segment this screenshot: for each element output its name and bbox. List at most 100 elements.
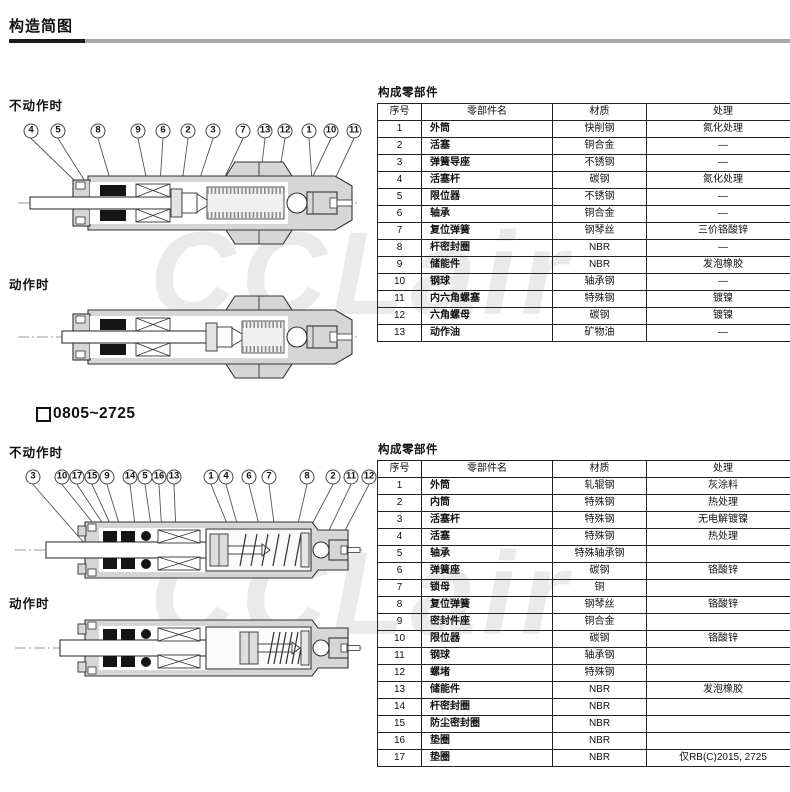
table-cell: 6 xyxy=(377,562,422,580)
part-name-cell: 动作油 xyxy=(421,324,553,342)
part-name-cell: 活塞 xyxy=(421,528,553,546)
table-cell: — xyxy=(646,273,790,291)
callout-marker: 8 xyxy=(299,469,315,485)
table-cell: 不锈钢 xyxy=(552,188,647,206)
part-name-cell: 外筒 xyxy=(421,477,553,495)
part-name-cell: 垫圈 xyxy=(421,749,553,767)
table-cell: 铬酸锌 xyxy=(646,630,790,648)
table-cell: 13 xyxy=(377,681,422,699)
part-name-cell: 复位弹簧 xyxy=(421,596,553,614)
part-name-cell: 活塞 xyxy=(421,137,553,155)
table-cell: 10 xyxy=(377,630,422,648)
table-cell: 钢琴丝 xyxy=(552,596,647,614)
callout-marker: 11 xyxy=(343,469,359,485)
table-cell: 碳钢 xyxy=(552,171,647,189)
table-cell: 1 xyxy=(377,477,422,495)
table-cell: 3 xyxy=(377,154,422,172)
table-cell: 8 xyxy=(377,596,422,614)
series-box-icon xyxy=(36,406,51,422)
part-name-cell: 储能件 xyxy=(421,256,553,274)
table-cell: NBR xyxy=(552,732,647,750)
table-title: 构成零部件 xyxy=(378,444,438,456)
part-name-cell: 活塞杆 xyxy=(421,171,553,189)
table-cell: 镀镍 xyxy=(646,307,790,325)
part-name-cell: 轴承 xyxy=(421,205,553,223)
table-cell: 10 xyxy=(377,273,422,291)
table-cell: 碳钢 xyxy=(552,307,647,325)
table-cell: 11 xyxy=(377,647,422,665)
table-title: 构成零部件 xyxy=(378,87,438,99)
table-cell: 热处理 xyxy=(646,494,790,512)
part-name-cell: 弹簧座 xyxy=(421,562,553,580)
callout-marker: 5 xyxy=(50,123,66,139)
table-cell: 铜合金 xyxy=(552,613,647,631)
callout-marker: 3 xyxy=(25,469,41,485)
title-rule xyxy=(9,39,790,43)
callout-marker: 15 xyxy=(84,469,100,485)
part-name-cell: 杆密封圈 xyxy=(421,239,553,257)
table-cell: 镀镍 xyxy=(646,290,790,308)
part-name-cell: 钢球 xyxy=(421,647,553,665)
device-extended-1 xyxy=(18,161,358,245)
table-cell: 4 xyxy=(377,171,422,189)
state-label-actuated-1: 动作时 xyxy=(9,278,50,292)
callout-marker: 1 xyxy=(301,123,317,139)
callout-marker: 1 xyxy=(203,469,219,485)
column-header: 序号 xyxy=(377,460,422,478)
table-cell: 铜合金 xyxy=(552,205,647,223)
callout-marker: 2 xyxy=(180,123,196,139)
column-header: 材质 xyxy=(552,103,647,121)
table-cell: 7 xyxy=(377,579,422,597)
part-name-cell: 轴承 xyxy=(421,545,553,563)
table-cell: 特殊钢 xyxy=(552,494,647,512)
callout-marker: 12 xyxy=(361,469,377,485)
part-name-cell: 弹簧导座 xyxy=(421,154,553,172)
table-cell: 12 xyxy=(377,664,422,682)
callout-marker: 14 xyxy=(122,469,138,485)
table-cell xyxy=(646,579,790,597)
table-cell xyxy=(646,613,790,631)
part-name-cell: 复位弹簧 xyxy=(421,222,553,240)
table-cell: 铬酸锌 xyxy=(646,562,790,580)
callout-marker: 12 xyxy=(277,123,293,139)
table-cell: 12 xyxy=(377,307,422,325)
column-header: 零部件名 xyxy=(421,103,553,121)
column-header: 零部件名 xyxy=(421,460,553,478)
table-cell xyxy=(646,732,790,750)
table-cell: — xyxy=(646,154,790,172)
callout-marker: 4 xyxy=(218,469,234,485)
table-cell: — xyxy=(646,324,790,342)
part-name-cell: 储能件 xyxy=(421,681,553,699)
table-cell: NBR xyxy=(552,698,647,716)
table-cell: 9 xyxy=(377,613,422,631)
table-cell: 轧辊钢 xyxy=(552,477,647,495)
table-cell: 特殊钢 xyxy=(552,664,647,682)
callout-marker: 17 xyxy=(69,469,85,485)
title-rule-black xyxy=(9,39,85,43)
table-cell: 无电解镀镍 xyxy=(646,511,790,529)
table-cell: 碳钢 xyxy=(552,562,647,580)
table-cell: 特殊钢 xyxy=(552,528,647,546)
callout-marker: 8 xyxy=(90,123,106,139)
callout-marker: 2 xyxy=(325,469,341,485)
table-cell: 仅RB(C)2015, 2725 xyxy=(646,749,790,767)
table-cell: 6 xyxy=(377,205,422,223)
